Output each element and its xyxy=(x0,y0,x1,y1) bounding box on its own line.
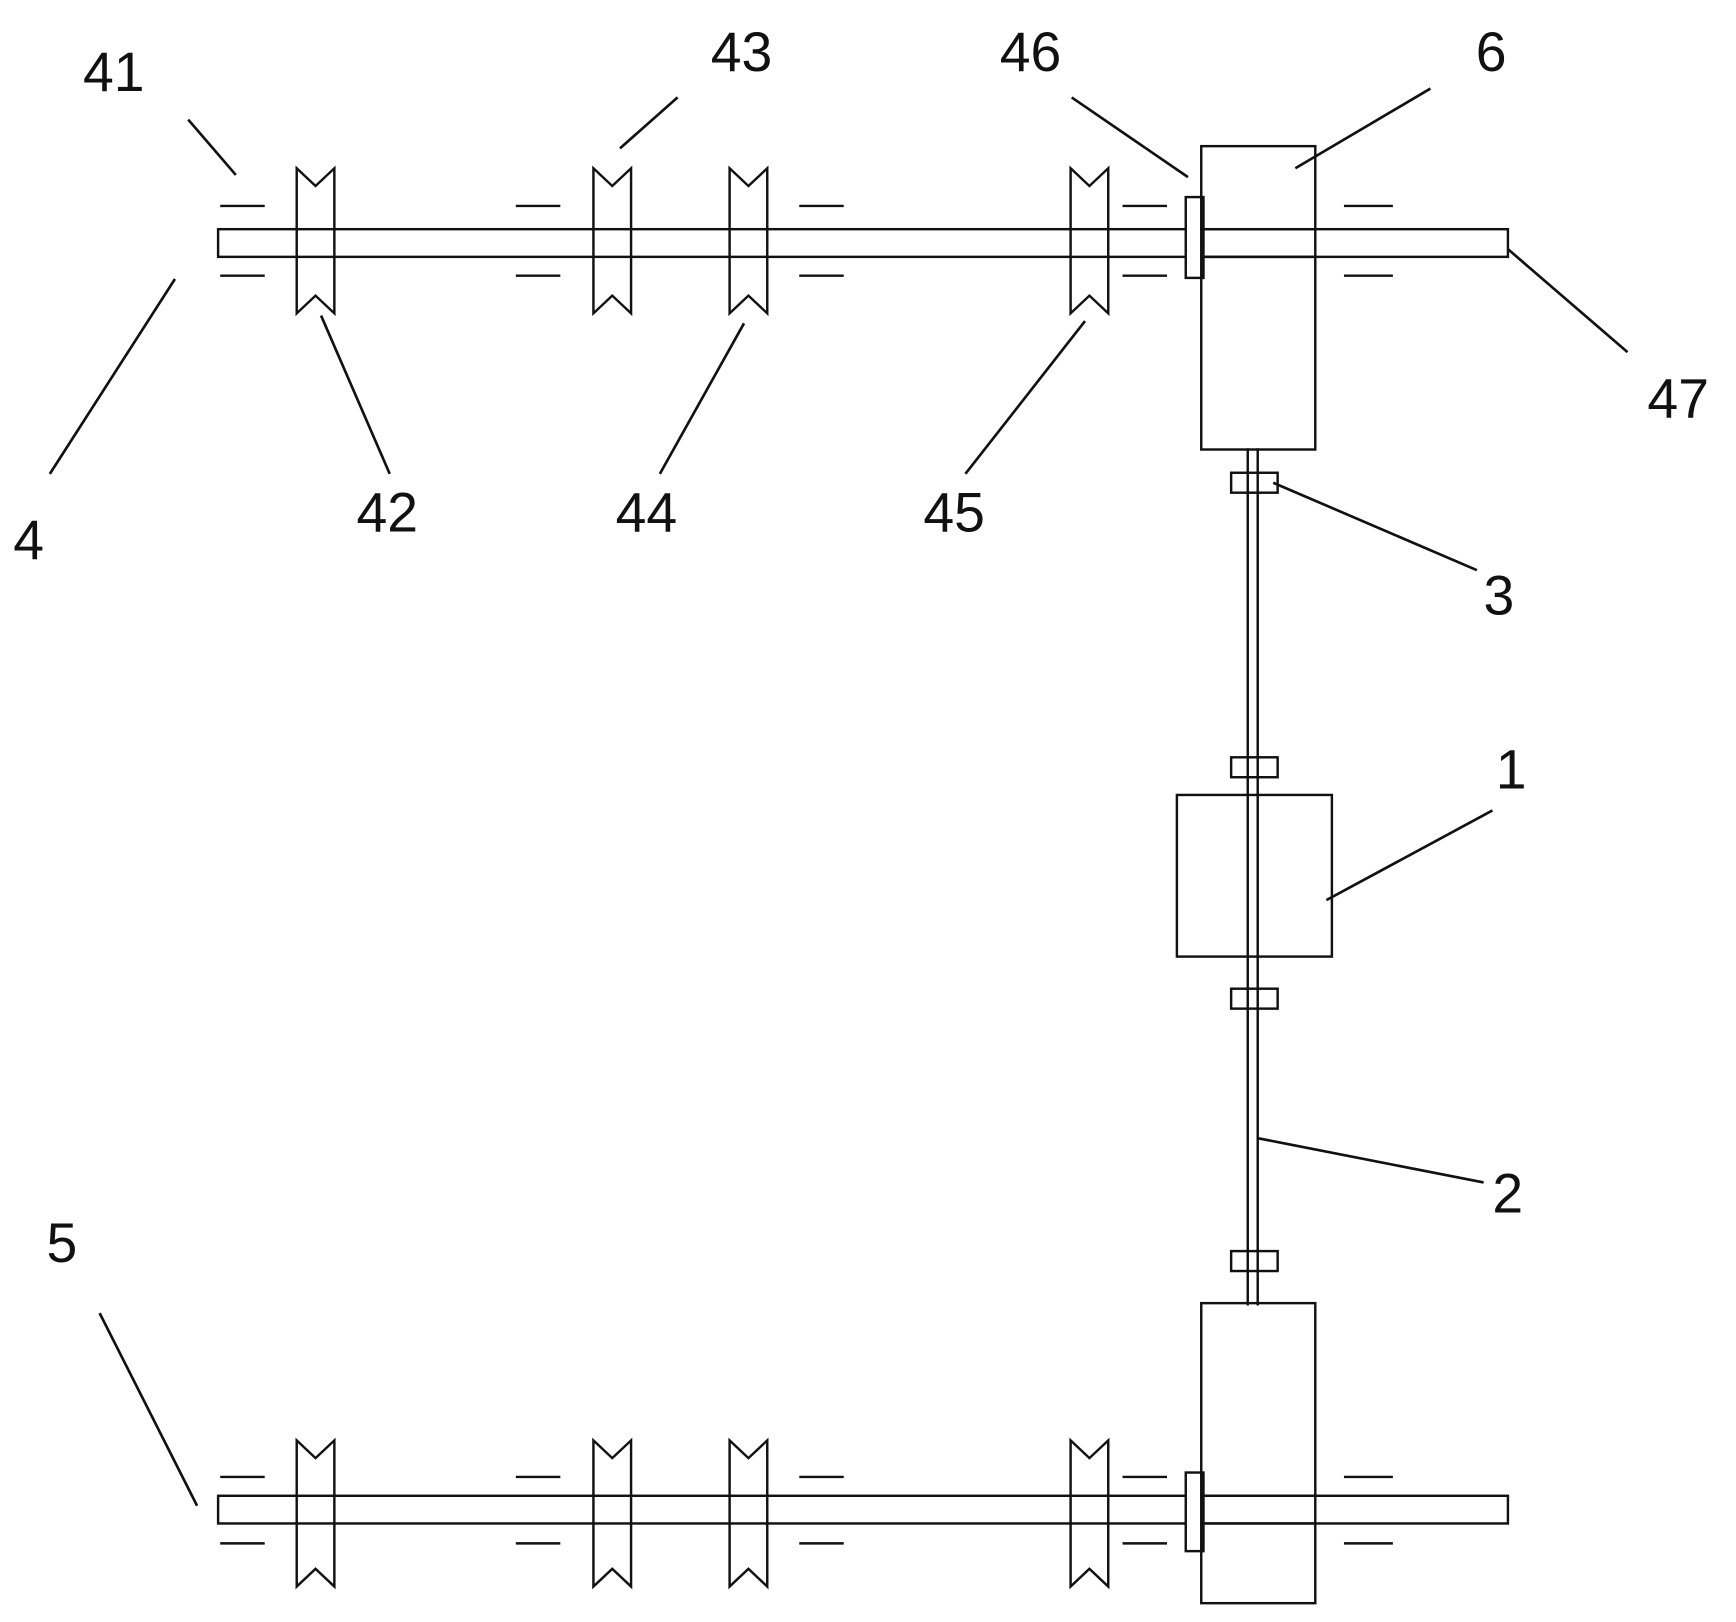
leader-3 xyxy=(1272,481,1478,572)
label-44: 44 xyxy=(616,481,678,543)
lower-pulley xyxy=(592,1437,633,1590)
label-1: 1 xyxy=(1496,738,1527,800)
label-42: 42 xyxy=(357,481,419,543)
collar-46 xyxy=(1184,195,1205,280)
upper-gearbox-6 xyxy=(1200,144,1317,451)
lower-bearings xyxy=(220,1475,1393,1545)
lower-shaft-assembly xyxy=(216,1301,1510,1605)
label-43: 43 xyxy=(711,21,773,83)
label-6: 6 xyxy=(1476,21,1507,83)
vertical-drive-shaft xyxy=(1175,448,1334,1306)
label-5: 5 xyxy=(47,1212,78,1274)
pulley-45 xyxy=(1069,165,1110,317)
lower-pulley xyxy=(1069,1437,1110,1590)
pulley-43 xyxy=(592,165,633,317)
coupling-lower xyxy=(1229,1249,1279,1273)
reference-labels: 41 43 46 6 47 4 42 44 45 3 1 2 5 xyxy=(13,21,1709,1274)
upper-shaft-assembly xyxy=(216,144,1510,451)
lower-pulley xyxy=(728,1437,769,1590)
leader-46 xyxy=(1070,96,1189,179)
coupling-lower-motor xyxy=(1229,987,1279,1010)
leader-1 xyxy=(1325,809,1494,902)
label-41: 41 xyxy=(83,41,145,103)
lower-gearbox xyxy=(1200,1301,1317,1605)
lower-pulley xyxy=(295,1437,336,1590)
leader-47 xyxy=(1507,248,1629,354)
lower-horizontal-shaft xyxy=(216,1494,1510,1525)
label-4: 4 xyxy=(13,509,44,571)
label-46: 46 xyxy=(1000,21,1062,83)
lower-collar xyxy=(1184,1471,1205,1553)
upper-bearings xyxy=(220,204,1393,277)
leader-43 xyxy=(619,96,679,150)
leader-5 xyxy=(98,1312,199,1507)
label-47: 47 xyxy=(1647,367,1709,429)
lower-pulleys xyxy=(295,1437,1110,1590)
pulley-42 xyxy=(295,165,336,317)
leader-lines xyxy=(48,87,1629,1507)
leader-45 xyxy=(964,320,1087,475)
motor-1 xyxy=(1175,793,1334,958)
label-3: 3 xyxy=(1484,564,1515,626)
upper-horizontal-shaft xyxy=(216,227,1510,259)
coupling-upper-motor xyxy=(1229,756,1279,779)
pulley-44 xyxy=(728,165,769,317)
leader-41 xyxy=(187,118,237,176)
upper-pulleys xyxy=(295,165,1110,317)
leader-42 xyxy=(319,315,391,475)
coupling-3 xyxy=(1229,471,1279,494)
label-45: 45 xyxy=(923,481,985,543)
leader-4 xyxy=(48,278,177,475)
label-2: 2 xyxy=(1492,1162,1523,1224)
leader-44 xyxy=(658,322,746,475)
leader-2 xyxy=(1257,1136,1484,1184)
leader-6 xyxy=(1294,87,1432,170)
